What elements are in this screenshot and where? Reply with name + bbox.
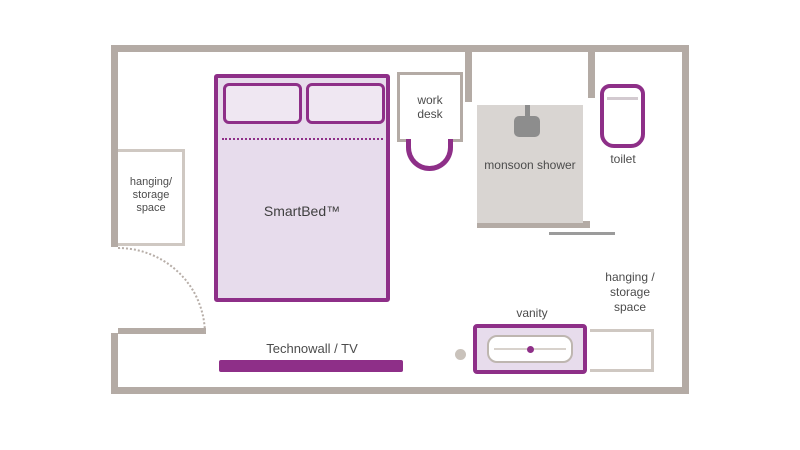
storage-niche-bottom-line: [118, 243, 184, 246]
shelf-bottom-line: [590, 369, 654, 372]
storage-left-label: hanging/ storage space: [129, 176, 173, 214]
shower-head-icon: [514, 116, 540, 137]
pillow-right: [306, 83, 385, 124]
vanity-label: vanity: [516, 306, 548, 320]
storage-right-label: hanging / storage space: [605, 270, 655, 314]
smartbed-label: SmartBed™: [263, 203, 341, 219]
shelf-side-line: [651, 329, 654, 372]
shelf-top-line: [590, 329, 654, 332]
bathroom-partition-wall: [465, 52, 472, 102]
technowall-tv-unit: [219, 360, 403, 372]
storage-niche-front-line: [182, 149, 185, 246]
room-outer-walls: [111, 45, 689, 394]
toilet-cistern-line: [607, 97, 638, 100]
towel-rail: [549, 232, 615, 235]
work-desk-label: work desk: [417, 93, 443, 121]
sink-basin: [487, 335, 573, 363]
storage-niche-top-line: [118, 149, 184, 152]
monsoon-shower-label: monsoon shower: [484, 158, 576, 172]
vanity-unit: [473, 324, 587, 374]
entry-door-opening: [110, 247, 119, 333]
work-desk: work desk: [397, 72, 463, 142]
bed-sheet-dotted-line: [222, 138, 383, 140]
pillow-left: [223, 83, 302, 124]
technowall-label: Technowall / TV: [266, 341, 358, 356]
shower-head-stem-icon: [525, 105, 530, 118]
toilet-partition-wall: [588, 52, 595, 98]
stool: [455, 349, 466, 360]
faucet-icon: [526, 345, 534, 353]
toilet: [600, 84, 645, 148]
toilet-label: toilet: [610, 152, 636, 166]
shower-lower-wall: [477, 221, 590, 228]
